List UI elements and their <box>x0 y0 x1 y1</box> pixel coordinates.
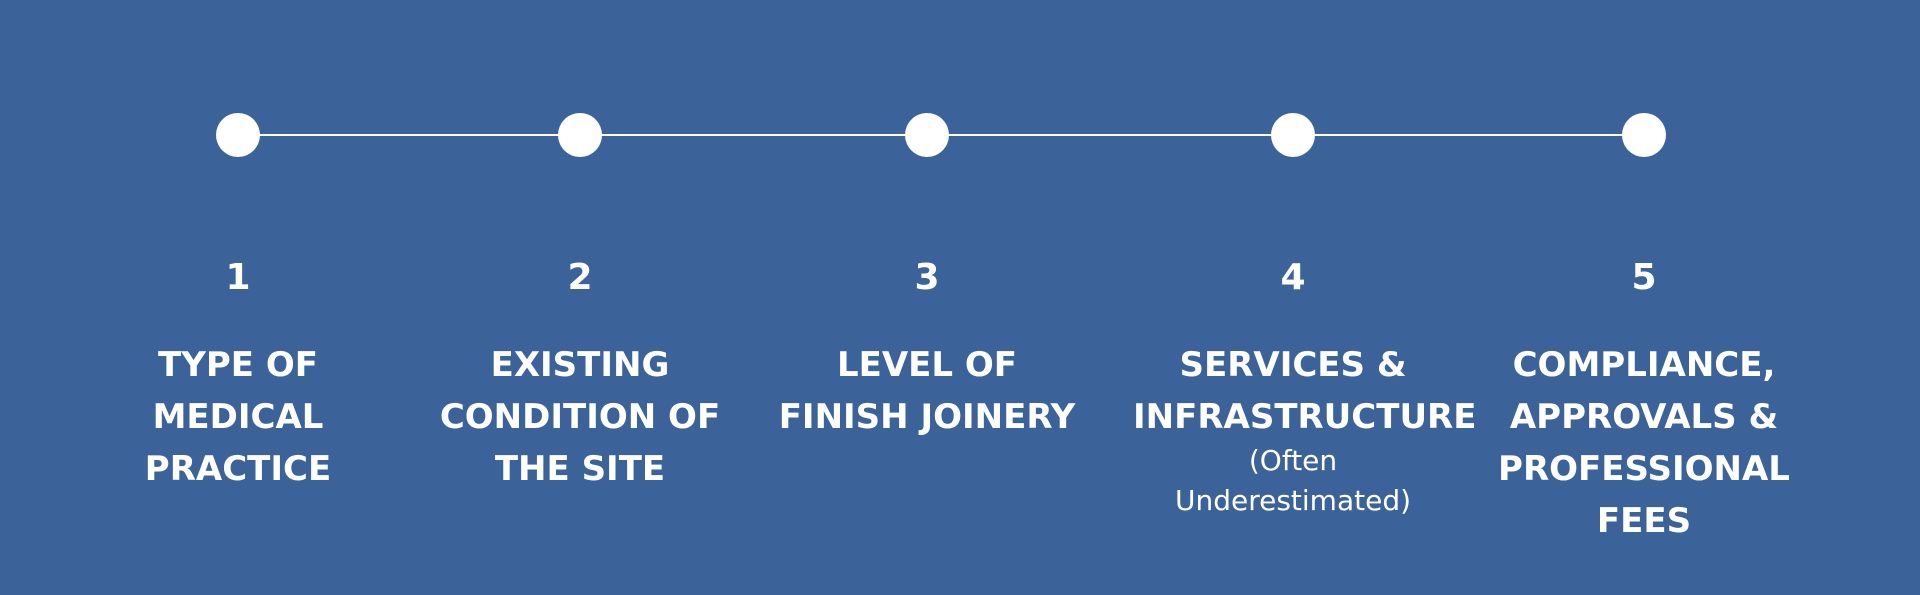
step-title: SERVICES & INFRASTRUCTURE <box>1133 345 1477 437</box>
timeline-step-2: 2 EXISTING CONDITION OF THE SITE <box>420 253 740 495</box>
timeline-node-4 <box>1271 113 1315 157</box>
step-title: COMPLIANCE, APPROVALS & PROFESSIONAL FEE… <box>1498 345 1790 541</box>
step-number: 4 <box>1280 257 1306 298</box>
timeline-step-3: 3 LEVEL OF FINISH JOINERY <box>767 253 1087 443</box>
timeline-node-3 <box>905 113 949 157</box>
step-title: TYPE OF MEDICAL PRACTICE <box>144 345 332 489</box>
step-title: EXISTING CONDITION OF THE SITE <box>439 345 721 489</box>
timeline-step-1: 1 TYPE OF MEDICAL PRACTICE <box>78 253 398 495</box>
step-number: 1 <box>225 257 251 298</box>
step-number: 2 <box>567 257 593 298</box>
step-note: (Often Underestimated) <box>1174 444 1412 517</box>
step-title: LEVEL OF FINISH JOINERY <box>778 345 1076 437</box>
step-number: 3 <box>914 257 940 298</box>
timeline-step-5: 5 COMPLIANCE, APPROVALS & PROFESSIONAL F… <box>1484 253 1804 547</box>
timeline-node-5 <box>1622 113 1666 157</box>
timeline-node-1 <box>216 113 260 157</box>
timeline-node-2 <box>558 113 602 157</box>
timeline-step-4: 4 SERVICES & INFRASTRUCTURE (Often Under… <box>1133 253 1477 521</box>
step-number: 5 <box>1631 257 1657 298</box>
